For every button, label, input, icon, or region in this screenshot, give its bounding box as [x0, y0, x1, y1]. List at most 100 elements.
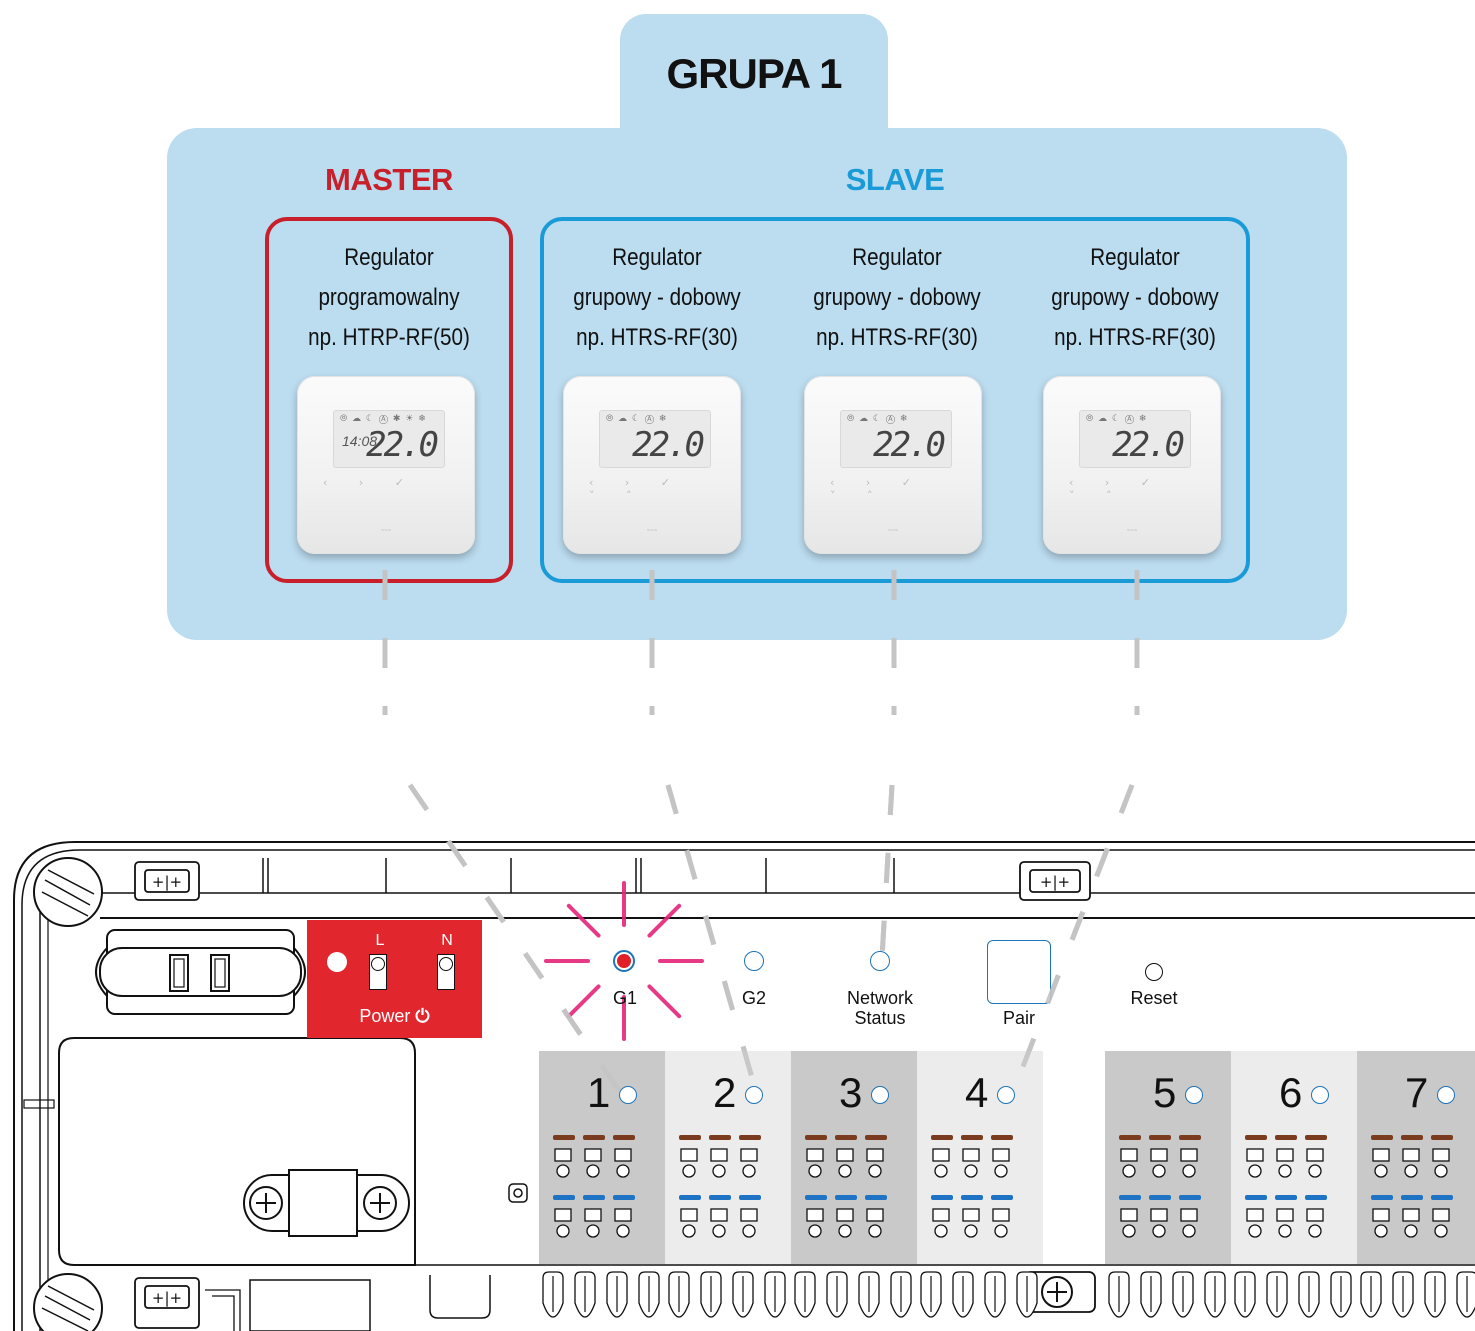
terminal-screw-icon [1308, 1164, 1322, 1178]
terminal-screw-icon [838, 1224, 852, 1238]
wire-marker [679, 1135, 701, 1140]
device-master: Regulator programowalny np. HTRP-RF(50) [268, 238, 510, 358]
wire-marker [1245, 1195, 1267, 1200]
led-g1 [613, 950, 635, 972]
terminal-slot-icon [932, 1148, 950, 1162]
screw-icon [249, 1186, 397, 1220]
group-title: GRUPA 1 [666, 50, 842, 97]
channel-block: 7 [1357, 1051, 1475, 1264]
terminal-slot-icon [866, 1148, 884, 1162]
terminal-slot-icon [1246, 1148, 1264, 1162]
terminal-screw-icon [1278, 1224, 1292, 1238]
terminal-slot-icon [1306, 1148, 1324, 1162]
thermostat-slave-2: ⦾ ☁ ☾ Ⓐ ❄ 22.0 ‹ › ✓ ˅ ˄ ~~~ [804, 376, 982, 554]
terminal-slot-icon [932, 1208, 950, 1222]
channel-block: 6 [1231, 1051, 1357, 1264]
channel-number: 4 [965, 1069, 989, 1116]
led-network-status [870, 951, 890, 971]
terminal-screw-icon [1278, 1164, 1292, 1178]
wire-marker [613, 1135, 635, 1140]
wire-marker [583, 1135, 605, 1140]
lcd-time: 14:08 [342, 433, 378, 449]
wire-marker [991, 1195, 1013, 1200]
wire-marker [1431, 1135, 1453, 1140]
power-text: Power [359, 1006, 411, 1026]
wire-marker [961, 1135, 983, 1140]
terminal-slot-icon [806, 1208, 824, 1222]
pair-label: Pair [1002, 1008, 1035, 1028]
terminal-screw-icon [586, 1164, 600, 1178]
terminal-screw-icon [1122, 1164, 1136, 1178]
device-line-1: Regulator [852, 244, 942, 271]
reset-button[interactable] [1145, 963, 1163, 981]
device-line-2: grupowy - dobowy [1051, 284, 1219, 311]
wire-marker [1431, 1195, 1453, 1200]
terminal-comb-icon [1456, 1271, 1475, 1318]
channel-number: 3 [839, 1069, 863, 1116]
lcd-temperature: 22.0 [873, 425, 946, 465]
device-line-2: grupowy - dobowy [813, 284, 981, 311]
network-status-label: Network Status [820, 988, 940, 1028]
wire-marker [739, 1135, 761, 1140]
terminal-slot-icon [554, 1208, 572, 1222]
terminal-slot-icon [1306, 1208, 1324, 1222]
wire-marker [961, 1195, 983, 1200]
terminal-screw-icon [712, 1224, 726, 1238]
channel-terminals [679, 1135, 761, 1238]
terminal-slot-icon [1150, 1208, 1168, 1222]
channel-terminals [1371, 1135, 1453, 1238]
wire-marker [709, 1135, 731, 1140]
terminal-screw-icon [1248, 1224, 1262, 1238]
wire-marker [1149, 1135, 1171, 1140]
terminal-slot-icon [710, 1208, 728, 1222]
wire-marker [1179, 1135, 1201, 1140]
terminal-screw-icon [712, 1164, 726, 1178]
terminal-slot-icon [962, 1208, 980, 1222]
thermostat-buttons: ‹ › ✓ ˅ ˄ [1069, 476, 1165, 502]
terminal-screw-icon [1182, 1164, 1196, 1178]
wire-marker [931, 1195, 953, 1200]
terminal-slot-icon [614, 1208, 632, 1222]
channel-led [1311, 1086, 1329, 1104]
wire-marker [583, 1195, 605, 1200]
terminal-slot-icon [836, 1208, 854, 1222]
wire-marker [1245, 1135, 1267, 1140]
network-label-line-1: Network [846, 988, 913, 1008]
terminal-screw-icon [616, 1164, 630, 1178]
wire-marker [1305, 1135, 1327, 1140]
wire-marker [1401, 1135, 1423, 1140]
channel-led [1185, 1086, 1203, 1104]
wire-marker [1371, 1195, 1393, 1200]
terminal-screw-icon [868, 1224, 882, 1238]
terminal-screw-icon [1434, 1164, 1448, 1178]
wire-marker [1275, 1195, 1297, 1200]
terminal-screw-icon [994, 1224, 1008, 1238]
terminal-slot-icon [1402, 1208, 1420, 1222]
terminal-screw-icon [994, 1164, 1008, 1178]
terminal-slot-icon [680, 1148, 698, 1162]
thermostat-buttons: ‹ › ✓ ˅ ˄ [830, 476, 926, 502]
wire-marker [835, 1135, 857, 1140]
thermostat-buttons: ‹ › ✓ ˅ ˄ [589, 476, 685, 502]
terminal-slot-icon [1180, 1148, 1198, 1162]
terminal-slot-icon [992, 1148, 1010, 1162]
device-line-3: np. HTRS-RF(30) [576, 324, 738, 351]
pair-button[interactable] [987, 940, 1051, 1004]
terminal-screw-icon [964, 1164, 978, 1178]
thermostat-buttons: ‹ › ✓ [323, 476, 419, 489]
terminal-slot-icon [584, 1148, 602, 1162]
channel-terminals [553, 1135, 635, 1238]
lcd-display: ⦾ ☁ ☾ Ⓐ ❄ 22.0 [599, 410, 711, 468]
device-description: Regulator grupowy - dobowy np. HTRS-RF(3… [1037, 238, 1233, 358]
device-description: Regulator grupowy - dobowy np. HTRS-RF(3… [799, 238, 995, 358]
channel-led [871, 1086, 889, 1104]
terminal-slot-icon [1180, 1208, 1198, 1222]
terminal-screw-icon [1308, 1224, 1322, 1238]
terminal-l-icon [369, 954, 387, 990]
lcd-icons: ⦾ ☁ ☾ Ⓐ ❄ [847, 414, 909, 424]
wire-marker [1401, 1195, 1423, 1200]
terminal-screw-icon [868, 1164, 882, 1178]
terminal-slot-icon [740, 1208, 758, 1222]
